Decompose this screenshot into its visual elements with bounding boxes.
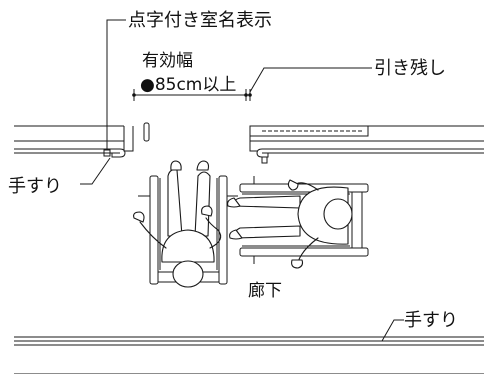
braille-sign-label: 点字付き室名表示	[128, 10, 272, 31]
upper-wall	[14, 125, 484, 142]
leader-handrail-left	[80, 157, 111, 185]
clearance-label: 引き残し	[374, 58, 446, 79]
wheelchair-user-horizontal	[227, 176, 369, 269]
handrail-right-bars	[256, 148, 484, 164]
effective-width-value: ●85cm以上	[140, 75, 236, 95]
effective-width-title: 有効幅	[142, 51, 193, 71]
leader-braille-sign	[106, 19, 126, 150]
handrail-right-label: 手すり	[404, 310, 458, 331]
lower-wall	[14, 336, 484, 374]
corridor-label: 廊下	[248, 281, 282, 301]
handrail-left-label: 手すり	[8, 176, 62, 197]
wheelchair-user-vertical	[133, 160, 238, 288]
sliding-door	[143, 122, 369, 142]
leader-clearance	[249, 67, 372, 93]
handrail-left-bars	[14, 148, 126, 158]
leader-handrail-right	[381, 319, 404, 342]
dimension-line	[132, 89, 252, 101]
